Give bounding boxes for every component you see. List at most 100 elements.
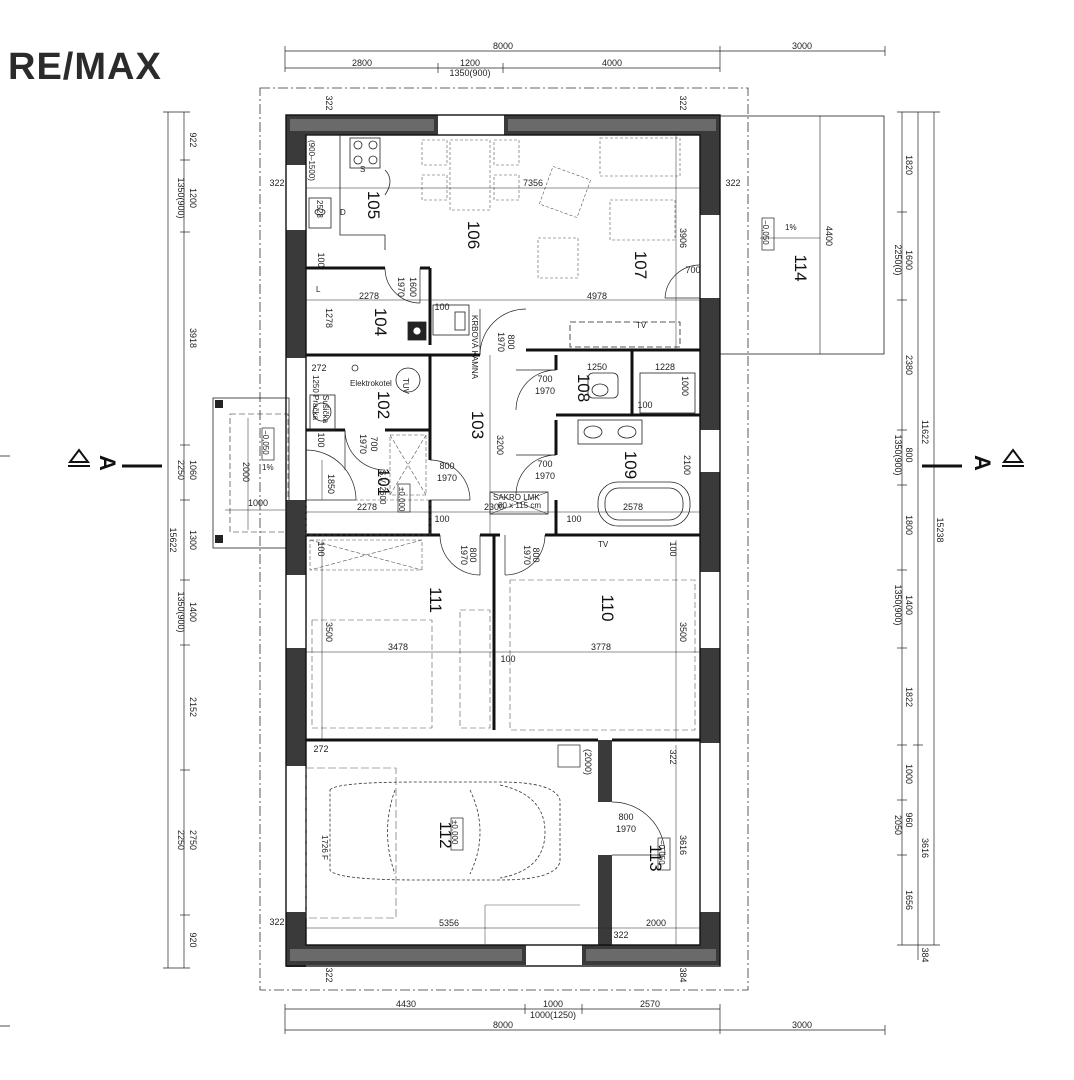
- dim-inner-i322f: 322: [269, 917, 284, 927]
- elektrokotel-label: Elektrokotel: [350, 379, 392, 388]
- dim-inner-i3906: 3906: [678, 228, 688, 248]
- room-number-r103: 103: [468, 411, 487, 439]
- dim-left-l1200: 1200: [188, 188, 198, 208]
- kitchen-d-label: D: [340, 208, 346, 217]
- dim-bottom-b2570: 2570: [640, 999, 660, 1009]
- level-112: ±0,000: [450, 820, 459, 845]
- dim-inner-i1000b: 1000: [680, 376, 690, 396]
- dim-inner-i100c: 100: [434, 514, 449, 524]
- dim-inner-i2000: 2000: [241, 462, 251, 482]
- dim-top-t4000: 4000: [602, 58, 622, 68]
- dim-inner-i2000b: (2000): [583, 749, 593, 775]
- dim-right-rr1350a: 1350(900): [893, 434, 903, 475]
- dim-bottom-b4430: 4430: [396, 999, 416, 1009]
- dim-inner-i384: 384: [678, 967, 688, 982]
- room-number-r102: 102: [374, 391, 393, 419]
- left-dimension-lines: [163, 111, 190, 969]
- dim-inner-i3616: 3616: [678, 835, 688, 855]
- dim-inner-i700c: 700: [537, 459, 552, 469]
- dim-top-t3000: 3000: [792, 41, 812, 51]
- dim-top-t2800: 2800: [352, 58, 372, 68]
- level-101: ±0,000: [397, 487, 406, 512]
- dim-inner-i2578: 2578: [623, 502, 643, 512]
- right-dimension-lines: [897, 111, 940, 960]
- dim-left-l2750: 2750: [188, 830, 198, 850]
- dim-right-rr11622: 11622: [920, 420, 930, 444]
- dim-left-l1060: 1060: [188, 460, 198, 480]
- dim-inner-i4978: 4978: [587, 291, 607, 301]
- level-boxes: [261, 217, 775, 871]
- dim-inner-i100i: 100: [316, 432, 326, 447]
- room-number-r106: 106: [464, 221, 483, 249]
- dim-right-rr1656: 1656: [904, 890, 914, 910]
- dim-right-rr15238: 15238: [935, 517, 945, 542]
- dim-bottom-b1000b: 1000(1250): [530, 1010, 576, 1020]
- sv-label: S.V. 2600: [378, 470, 387, 505]
- dim-bottom-b3000: 3000: [792, 1020, 812, 1030]
- dim-inner-i100d: 100: [566, 514, 581, 524]
- dim-inner-i100g: 100: [500, 654, 515, 664]
- dim-right-rr1822: 1822: [904, 687, 914, 707]
- dim-inner-i2300: 2300: [484, 502, 504, 512]
- dim-left-l920: 920: [188, 932, 198, 947]
- dim-inner-i800b: 800: [618, 812, 633, 822]
- room-number-r112: 112: [436, 821, 455, 848]
- dim-left-l1300: 1300: [188, 530, 198, 550]
- room-number-r109: 109: [621, 451, 640, 479]
- room-number-r104: 104: [371, 308, 390, 336]
- dim-inner-i322c: 322: [269, 178, 284, 188]
- dim-inner-i800d: 800: [531, 547, 541, 562]
- dim-inner-i3478: 3478: [388, 642, 408, 652]
- dim-inner-i272b: 272: [313, 744, 328, 754]
- dim-right-rr2380: 2380: [904, 355, 914, 375]
- remax-logo: RE/MAX: [8, 46, 162, 88]
- dim-inner-i700b: 700: [537, 374, 552, 384]
- terrace-114: [719, 115, 885, 355]
- dim-right-rr1400: 1400: [904, 595, 914, 615]
- dim-inner-i1970g: 1970: [396, 277, 406, 297]
- room-number-r114: 114: [791, 254, 810, 281]
- room-number-r113: 113: [646, 844, 665, 871]
- dim-bottom-b1000: 1000: [543, 999, 563, 1009]
- dim-left-l2250b: 2250: [176, 830, 186, 850]
- dim-right-rr1600: 1600: [904, 250, 914, 270]
- dim-top-t1200: 1200: [460, 58, 480, 68]
- top-dimension-lines: [284, 46, 886, 73]
- section-label-left: A: [95, 455, 120, 471]
- dim-inner-i700d: 700: [369, 436, 379, 451]
- dim-inner-i3200: 3200: [495, 435, 505, 455]
- dim-right-rr384: 384: [920, 947, 930, 962]
- dim-inner-i2100: 2100: [682, 455, 692, 475]
- level-114: −0,050: [761, 220, 770, 245]
- dim-inner-i1970a: 1970: [437, 473, 457, 483]
- level-113: −0,050: [657, 840, 666, 865]
- dim-left-l1400: 1400: [188, 602, 198, 622]
- kitchen-2528-label: 2528: [315, 200, 324, 218]
- dim-right-rr2250: 2250(0): [893, 244, 903, 275]
- fireplace: [407, 304, 681, 348]
- dim-left-l15622: 15622: [168, 527, 178, 552]
- dim-inner-i322a: 322: [324, 95, 334, 110]
- attic-label: SAKRO LMK: [493, 493, 540, 502]
- bottom-dimension-lines: [284, 1004, 886, 1035]
- tuv-label: TUV: [401, 378, 410, 395]
- room-number-r110: 110: [598, 594, 617, 621]
- dim-inner-i2278b: 2278: [357, 502, 377, 512]
- bedroom-beds: [311, 579, 696, 731]
- exterior-walls: [286, 115, 720, 967]
- car-label: 1726 F: [320, 835, 329, 860]
- dim-inner-i322b: 322: [678, 95, 688, 110]
- washer-label: 1250 Pračka: [311, 375, 320, 420]
- dim-inner-i1970b: 1970: [535, 386, 555, 396]
- slope-114: 1%: [785, 223, 797, 232]
- dim-left-l1350b: 1350(900): [176, 591, 186, 632]
- dim-inner-i322h: 322: [324, 967, 334, 982]
- dim-top-t8000: 8000: [493, 41, 513, 51]
- fireplace-label: KRBOVÁ KAMNA: [470, 315, 479, 380]
- dim-inner-i1250: 1250: [587, 362, 607, 372]
- room-number-r101: 101: [374, 468, 393, 496]
- counter-range-label: (900–1500): [307, 140, 316, 181]
- dim-inner-i1850: 1850: [326, 474, 336, 494]
- dim-right-rr1800: 1800: [904, 515, 914, 535]
